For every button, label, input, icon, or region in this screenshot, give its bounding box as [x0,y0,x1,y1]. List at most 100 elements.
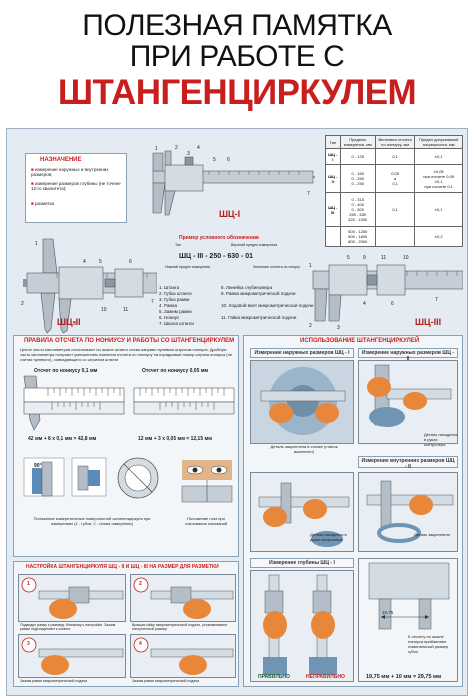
table-row: ШЦ - III 0 - 315 0 - 400 0 - 500 250 - 6… [325,192,463,227]
svg-text:6: 6 [129,259,132,265]
table-row: ШЦ - II 0 - 160 0 - 250 0 - 250 0,05 и 0… [325,164,463,193]
designation-label-lower: Нижний предел измерения [165,265,211,269]
setup-step-1-text: Подводят рамку к размеру, близкому к нас… [20,623,116,631]
designation-label-type: Тип [175,243,181,247]
svg-text:2: 2 [175,145,178,151]
inner-dim-photo [358,558,458,682]
title-line-1: ПОЛЕЗНАЯ ПАМЯТКА [82,9,392,42]
right-label: ПРАВИЛЬНО [258,674,290,680]
outer-1-caption: Деталь закреплена в станке (станок выклю… [270,444,338,454]
setup-step-4-text: Зажим рамки микрометрической подачи [132,679,200,683]
designation-label-upper: Верхний предел измерения [231,243,278,247]
inner-measure-1-photo [250,472,354,552]
legend-item: 5. Зажим рамки [159,309,192,314]
svg-text:5: 5 [213,157,216,163]
svg-text:6: 6 [227,157,230,163]
outer-measure-1-photo [250,360,354,444]
inner-1-caption: Деталь находится в руках контролера [310,532,347,542]
svg-text:7: 7 [151,299,154,305]
legend-item: 4. Рамка [159,303,178,308]
wrong-label: НЕПРАВИЛЬНО [306,674,345,680]
model-shc1-label: ШЦ-I [219,209,241,219]
legend-item: 3. Губка рамки [159,297,190,302]
svg-text:6: 6 [391,301,394,307]
setup-step-3-photo: 3 [18,634,126,678]
poster-header: ПОЛЕЗНАЯ ПАМЯТКА ПРИ РАБОТЕ С ШТАНГЕНЦИР… [0,0,474,128]
table-row: ШЦ - I 0 - 125 0,1 ±0,1 [325,148,463,165]
spec-table-box: Тип Пределы измерения, мм Величина отсче… [325,135,463,247]
purpose-box: НАЗНАЧЕНИЕ ■ измерение наружных и внутре… [25,153,127,223]
table-row: 500 - 1250 500 - 1600 800 - 2000 ±0,2 [325,226,463,247]
svg-text:9: 9 [363,255,366,261]
outer-measure-2-photo [358,360,458,444]
svg-text:11: 11 [123,307,128,313]
setup-step-1-number: 1 [27,581,30,587]
purpose-title: НАЗНАЧЕНИЕ [40,157,82,163]
eyes-drawing [181,460,233,503]
reading-text: Целое число миллиметров отсчитывают по ш… [20,347,233,362]
usage-panel: ИСПОЛЬЗОВАНИЕ ШТАНГЕНЦИРКУЛЕЙ Измерение … [243,335,463,687]
inner-note: К отсчету по шкале нониуса прибавляют но… [408,634,449,654]
model-shc2-label: ШЦ-II [57,317,81,327]
svg-text:4: 4 [83,259,86,265]
legend-item: 9. Рамка микрометрической подачи [221,291,296,296]
title-line-3: ШТАНГЕНЦИРКУЛЕМ [57,73,417,112]
poster-body: НАЗНАЧЕНИЕ ■ измерение наружных и внутре… [6,128,468,696]
svg-text:7: 7 [307,191,310,197]
outer-measure-1-label: Измерение наружных размеров ШЦ - I [250,348,354,358]
legend-item: 1. Штанга [159,285,180,290]
usage-title: ИСПОЛЬЗОВАНИЕ ШТАНГЕНЦИРКУЛЕЙ [300,338,420,344]
svg-text:4: 4 [363,301,366,307]
setup-step-2-photo: 2 [130,574,236,622]
legend-item: 6. Нониус [159,315,180,320]
reading-title: ПРАВИЛА ОТСЧЕТА ПО НОНИУСУ И РАБОТЫ СО Ш… [24,338,235,344]
spec-header-vernier: Величина отсчета по нониусу, мм [374,135,416,149]
depth-measure-label: Измерение глубины ШЦ - I [250,558,354,568]
vernier-scales-drawing [23,375,235,431]
parts-legend: 1. Штанга 2. Губка штанги 3. Губка рамки… [159,285,319,329]
svg-text:4: 4 [197,145,200,151]
svg-text:1: 1 [155,146,158,152]
setup-step-2-text: Вращая гайку микрометрической подачи, ус… [132,623,228,631]
setup-panel: НАСТРОЙКА ШТАНГЕНЦИРКУЛЯ ШЦ - II И ШЦ - … [13,561,239,687]
spec-header-type: Тип [325,135,341,149]
purpose-item-1: ■ измерение наружных и внутренних размер… [31,167,109,177]
purpose-item-3: ■ разметка [31,201,55,206]
inner-2-caption: Деталь закреплена [414,532,450,537]
dimension-label: 19,75 [382,610,394,615]
svg-text:1: 1 [309,263,312,269]
svg-text:3: 3 [73,321,76,327]
setup-step-3-number: 3 [27,641,30,647]
setup-title: НАСТРОЙКА ШТАНГЕНЦИРКУЛЯ ШЦ - II И ШЦ - … [26,564,219,570]
inner-measure-label: Измерение внутренних размеров ШЦ - II [358,456,458,470]
spec-header-range: Пределы измерения, мм [339,135,376,149]
svg-text:5: 5 [99,259,102,265]
svg-text:10: 10 [101,307,107,313]
setup-step-1-photo: 1 [18,574,126,622]
reading-left-title: Отсчет по нониусу 0,1 мм [34,368,98,374]
jaw-position-caption: Положение измерительных поверхностей шта… [33,516,151,526]
title-line-2: ПРИ РАБОТЕ С [129,40,345,73]
designation-label-vernier: Значение отсчета по нонусу [253,265,300,269]
reading-right-formula: 12 мм + 3 х 0,05 мм = 12,15 мм [138,436,212,442]
eye-position-caption: Положение глаз при считывании показаний [184,516,228,526]
legend-item: 8. Линейка глубиномера [221,285,272,290]
angle-label: 90° [34,463,42,469]
reading-left-formula: 42 мм + 8 х 0,1 мм = 42,8 мм [28,436,97,442]
setup-step-3-text: Зажим рамки микрометрической подачи [20,679,88,683]
svg-text:1: 1 [35,241,38,247]
purpose-item-2: ■ измерение размеров глубины (не точнее … [31,181,121,191]
legend-item: 10. Ходовой винт микрометрической подачи [221,303,314,308]
legend-item: 2. Губка штанги [159,291,192,296]
setup-step-4-photo: 4 [130,634,236,678]
legend-item: 7. Шкала штанги [159,321,194,326]
reading-rules-panel: ПРАВИЛА ОТСЧЕТА ПО НОНИУСУ И РАБОТЫ СО Ш… [13,335,239,557]
svg-text:2: 2 [21,301,24,307]
model-shc3-label: ШЦ-III [415,317,442,327]
jaw-position-drawing [23,457,159,499]
svg-text:10: 10 [403,255,409,261]
spec-header-error: Предел допускаемой погрешности, мм [414,135,463,149]
inner-formula: 19,75 мм + 10 мм = 29,75 мм [366,674,442,680]
